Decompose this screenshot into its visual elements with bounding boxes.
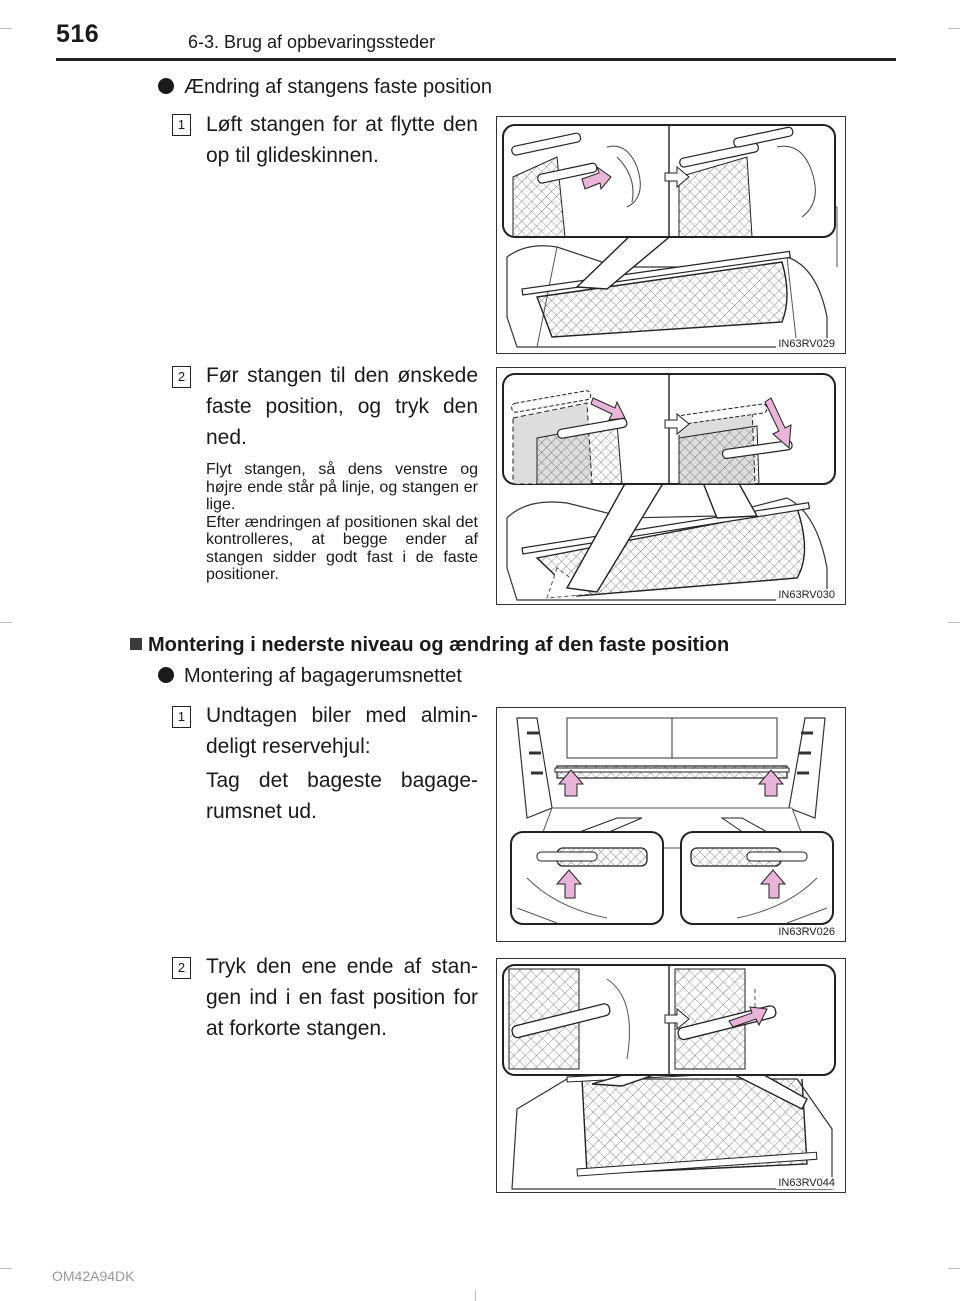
step-instruction: Undtagen biler med almin-deligt reserveh… <box>206 704 478 758</box>
crop-mark <box>475 1290 476 1301</box>
square-bullet-icon <box>130 638 142 650</box>
step-instruction: Før stangen til den ønskede faste positi… <box>206 364 478 449</box>
chapter-title: 6-3. Brug af opbevaringssteder <box>188 32 436 52</box>
figure-code: IN63RV044 <box>776 1177 837 1189</box>
crop-mark <box>0 622 12 623</box>
step-text: Undtagen biler med almin-deligt reserveh… <box>206 700 478 827</box>
crop-mark <box>948 622 960 623</box>
step-instruction: Tryk den ene ende af stan-gen ind i en f… <box>206 955 478 1040</box>
figure-code: IN63RV030 <box>776 589 837 601</box>
figure: IN63RV044 <box>496 958 846 1193</box>
bullet-heading: Ændring af stangens faste position <box>158 76 492 99</box>
bullet-text: Montering af bagagerumsnettet <box>184 665 462 687</box>
note-line: Flyt stangen, så dens venstre og højre e… <box>206 461 478 513</box>
bullet-icon <box>158 78 174 94</box>
figure-code: IN63RV026 <box>776 926 837 938</box>
crop-mark <box>0 1268 12 1269</box>
crop-mark <box>948 28 960 29</box>
bullet-text: Ændring af stangens faste position <box>184 76 492 98</box>
figure: IN63RV026 <box>496 707 846 942</box>
step-text: Før stangen til den ønskede faste positi… <box>206 360 478 453</box>
section-heading: Montering i nederste niveau og ændring a… <box>130 634 729 657</box>
section-heading-text: Montering i nederste niveau og ændring a… <box>148 634 730 656</box>
step-number: 1 <box>172 706 191 728</box>
step-note: Flyt stangen, så dens venstre og højre e… <box>206 461 478 584</box>
figure-code: IN63RV029 <box>776 338 837 350</box>
step-text: Løft stangen for at flytte den op til gl… <box>206 109 478 171</box>
step-number: 2 <box>172 957 191 979</box>
crop-mark <box>0 28 12 29</box>
footer-watermark: OM42A94DK <box>52 1268 135 1284</box>
bullet-heading: Montering af bagagerumsnettet <box>158 665 462 688</box>
header-rule <box>56 58 896 61</box>
step-number: 2 <box>172 366 191 388</box>
page-number: 516 <box>56 20 100 48</box>
step-text: Tryk den ene ende af stan-gen ind i en f… <box>206 951 478 1044</box>
step-number: 1 <box>172 114 191 136</box>
bullet-icon <box>158 667 174 683</box>
step-instruction: Løft stangen for at flytte den op til gl… <box>206 113 478 167</box>
note-line: Efter ændringen af positionen skal det k… <box>206 513 478 584</box>
step-instruction: Tag det bageste bagage-rumsnet ud. <box>206 769 478 823</box>
figure: IN63RV030 <box>496 367 846 605</box>
figure: IN63RV029 <box>496 116 846 354</box>
crop-mark <box>948 1268 960 1269</box>
